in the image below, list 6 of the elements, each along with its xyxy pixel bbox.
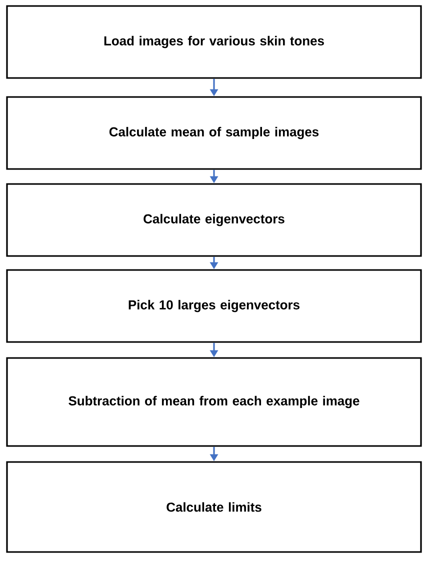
process-box: Calculate eigenvectors bbox=[6, 183, 422, 257]
process-box: Calculate limits bbox=[6, 461, 422, 553]
process-box: Pick 10 larges eigenvectors bbox=[6, 269, 422, 343]
process-box: Load images for various skin tones bbox=[6, 5, 422, 79]
process-box: Subtraction of mean from each example image bbox=[6, 357, 422, 447]
process-box: Calculate mean of sample images bbox=[6, 96, 422, 170]
